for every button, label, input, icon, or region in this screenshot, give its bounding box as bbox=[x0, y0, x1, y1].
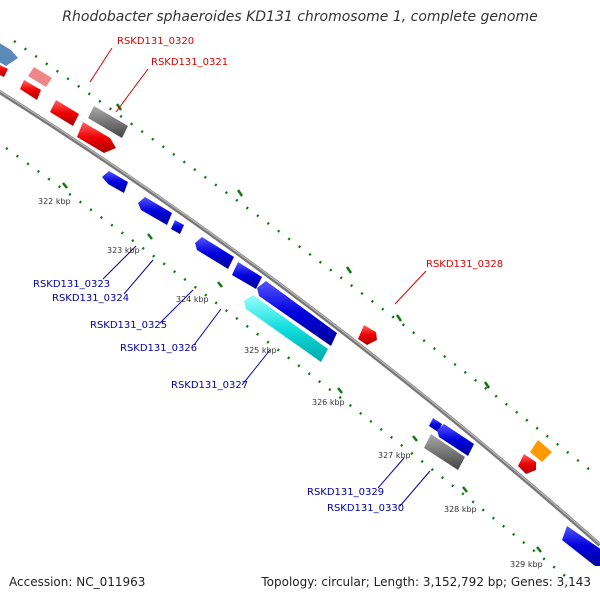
gene-label-0325[interactable]: RSKD131_0325 bbox=[90, 320, 167, 331]
gene-arrow-red-b bbox=[50, 100, 79, 126]
gene-label-0323[interactable]: RSKD131_0323 bbox=[33, 279, 110, 290]
tick-label-326: 326 kbp bbox=[312, 398, 345, 407]
gene-arrow-blue-0323 bbox=[138, 197, 172, 225]
accession-text: Accession: NC_011963 bbox=[9, 575, 146, 589]
major-ticks bbox=[62, 182, 542, 553]
gene-arrow-blue-0326 bbox=[257, 281, 337, 346]
tick-label-325: 325 kbp bbox=[244, 346, 277, 355]
gene-arrow-orange bbox=[530, 440, 552, 462]
gene-label-0328[interactable]: RSKD131_0328 bbox=[426, 259, 503, 270]
tick-label-324: 324 kbp bbox=[176, 295, 209, 304]
tick-label-322: 322 kbp bbox=[38, 197, 71, 206]
gene-arrow-red-c bbox=[77, 122, 116, 153]
gene-label-0320[interactable]: RSKD131_0320 bbox=[117, 36, 194, 47]
gene-label-0330[interactable]: RSKD131_0330 bbox=[327, 503, 404, 514]
gene-arrow-red-a bbox=[20, 80, 41, 100]
gene-arrow-cyan-0327 bbox=[244, 295, 328, 362]
outer-major-ticks bbox=[115, 103, 491, 389]
tick-label-328: 328 kbp bbox=[444, 505, 477, 514]
tick-label-323: 323 kbp bbox=[107, 246, 140, 255]
inner-tick-track bbox=[5, 146, 571, 581]
chromosome-backbone bbox=[0, 89, 600, 547]
gene-arrow-blue-0329 bbox=[437, 424, 474, 456]
gene-label-0327[interactable]: RSKD131_0327 bbox=[171, 380, 248, 391]
gene-label-0324[interactable]: RSKD131_0324 bbox=[52, 293, 129, 304]
genome-summary-text: Topology: circular; Length: 3,152,792 bp… bbox=[261, 575, 591, 589]
map-title: Rhodobacter sphaeroides KD131 chromosome… bbox=[62, 9, 538, 25]
label-leaders bbox=[89, 47, 431, 507]
gene-arrow-blue-0324 bbox=[195, 237, 234, 269]
outer-tick-track bbox=[13, 39, 591, 471]
gene-labels: RSKD131_0320 RSKD131_0321 RSKD131_0328 R… bbox=[33, 36, 503, 514]
gene-arrow-blue-small bbox=[171, 220, 184, 234]
gene-arrow-red-0328 bbox=[358, 325, 377, 345]
tick-labels: 322 kbp 323 kbp 324 kbp 325 kbp 326 kbp … bbox=[38, 197, 543, 569]
gene-arrow-blue-0325 bbox=[232, 262, 262, 289]
gene-arrow-steel-partial bbox=[0, 43, 18, 66]
gene-arrow-blue-edge bbox=[562, 526, 600, 566]
gene-arrow-pink-0320 bbox=[28, 67, 52, 87]
tick-label-327: 327 kbp bbox=[378, 451, 411, 460]
gene-arrow-red-0319 bbox=[0, 65, 8, 77]
gene-arrow-gray-0321 bbox=[88, 106, 128, 138]
gene-arrow-gray-0330 bbox=[424, 434, 465, 470]
tick-label-329: 329 kbp bbox=[510, 560, 543, 569]
gene-label-0326[interactable]: RSKD131_0326 bbox=[120, 343, 197, 354]
gene-arrow-red-d bbox=[518, 454, 536, 474]
gene-arrow-blue-a bbox=[102, 171, 128, 193]
gene-label-0321[interactable]: RSKD131_0321 bbox=[151, 57, 228, 68]
gene-label-0329[interactable]: RSKD131_0329 bbox=[307, 487, 384, 498]
